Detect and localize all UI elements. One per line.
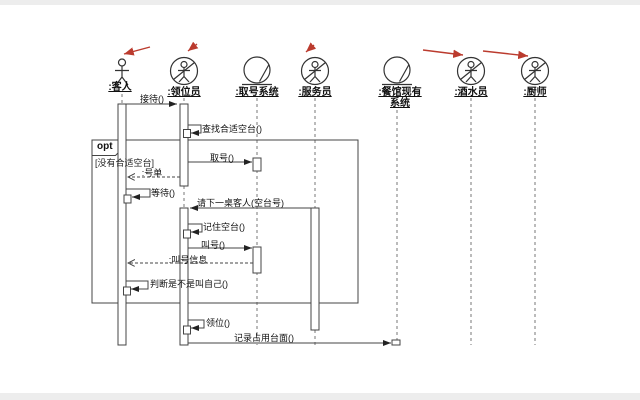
message-label-call-number: 叫号() (201, 240, 225, 250)
actor-label-waiter: :服务员 (298, 87, 332, 98)
business-worker-icon (300, 56, 330, 86)
message-label-next-party: 请下一桌客人(空台号) (197, 198, 284, 208)
nested-activation (123, 194, 132, 204)
bottom-edge-band (0, 393, 640, 400)
message-label-call-info: :叫号信息 (168, 255, 208, 265)
opt-guard-label: [没有合适空台] (95, 158, 155, 168)
nested-activation (183, 325, 191, 335)
message-line-judge-self (126, 280, 149, 292)
message-lines (126, 101, 391, 346)
red-arrow-usher (187, 41, 199, 52)
red-annotation-arrows (123, 41, 529, 60)
activation-restaurant-system (391, 339, 401, 346)
opt-frame (91, 139, 359, 304)
message-label-wait: 等待() (151, 188, 175, 198)
message-label-record-table: 记录占用台面() (234, 333, 294, 343)
message-label-number-slip: :号单 (141, 168, 163, 178)
red-arrow-guest (123, 46, 151, 56)
red-arrow-drinks (422, 49, 464, 58)
message-label-remember-table: 记住空台() (203, 222, 245, 232)
activation-number-system-2 (252, 246, 262, 274)
nested-activation (183, 229, 191, 239)
message-line-find-table-self (188, 124, 202, 136)
business-worker-icon (169, 56, 199, 86)
activation-usher-2 (179, 207, 189, 346)
actor-label-restaurant-system: :餐馆现有系统 (378, 87, 422, 109)
activation-usher-1 (179, 103, 189, 187)
actor-label-chef: :厨师 (523, 87, 547, 98)
nested-activation (183, 129, 191, 138)
top-edge-band (0, 0, 640, 5)
nested-activations (123, 129, 191, 335)
message-label-find-table: 查找合适空台() (202, 124, 262, 134)
actor-label-guest: :客人 (108, 82, 132, 93)
message-label-receive: 接待() (140, 94, 164, 104)
business-worker-icon (456, 56, 486, 86)
message-line-seat-self (188, 319, 205, 331)
activation-bars (117, 103, 401, 346)
activation-guest (117, 103, 127, 346)
message-label-take-number: 取号() (210, 153, 234, 163)
actor-label-number-system: :取号系统 (235, 87, 279, 98)
business-entity-icon (242, 56, 272, 86)
actor-label-usher: :领位员 (167, 87, 201, 98)
stick-figure-actor-icon (115, 58, 129, 86)
activation-number-system-1 (252, 157, 262, 172)
message-label-judge-self: 判断是不是叫自己() (150, 279, 228, 289)
red-arrow-waiter (305, 42, 317, 53)
activation-waiter (310, 207, 320, 331)
actor-label-drinks: :酒水员 (454, 87, 488, 98)
business-worker-icon (520, 56, 550, 86)
red-arrow-chef (482, 50, 529, 60)
message-line-remember-table-self (188, 223, 203, 235)
message-label-seat: 领位() (206, 318, 230, 328)
business-entity-icon (382, 56, 412, 86)
opt-operator-label: opt (97, 141, 113, 152)
message-line-wait-self (126, 188, 151, 200)
nested-activation (123, 286, 131, 296)
